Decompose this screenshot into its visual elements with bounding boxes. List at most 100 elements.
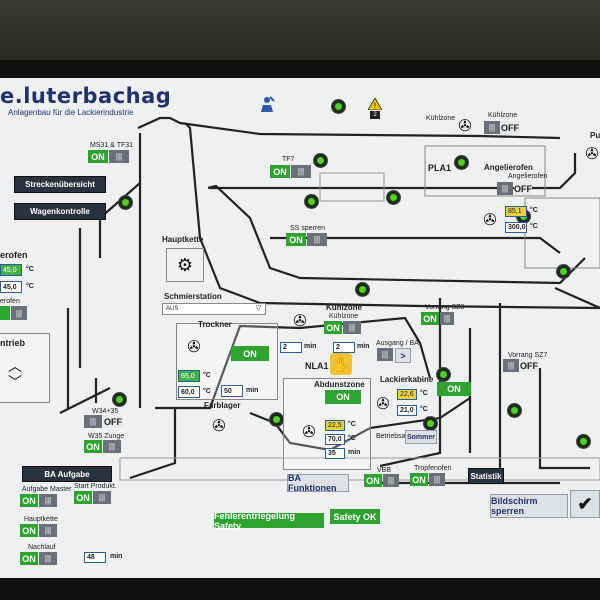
status-indicator-3	[387, 191, 400, 204]
nla1-label: NLA1	[305, 361, 329, 371]
trockner-on-button[interactable]: ON	[231, 346, 269, 361]
ausgang-toggle[interactable]: |||	[377, 348, 393, 361]
hauptkette-toggle[interactable]: |||	[39, 524, 57, 537]
vorrang-on-button[interactable]: ON	[421, 312, 439, 325]
aufgabe-master-on-button[interactable]: ON	[20, 494, 38, 507]
streckenuebersicht-button[interactable]: Streckenübersicht	[14, 176, 106, 193]
bildschirm-sperren-button[interactable]: Bildschirm sperren	[490, 494, 568, 518]
warning-icon[interactable]: !	[367, 97, 383, 111]
tropfen-toggle[interactable]: |||	[429, 473, 445, 486]
pu-label: Pu	[590, 131, 600, 140]
aufgabe-master-toggle[interactable]: |||	[39, 494, 57, 507]
start-produkt-toggle[interactable]: |||	[93, 491, 111, 504]
trockner-unit-1: °C	[203, 372, 211, 379]
ss-sperren-on-button[interactable]: ON	[286, 233, 306, 246]
ofen-value-1[interactable]: 45,0	[0, 264, 22, 276]
abdunstzone-minutes[interactable]: 35	[325, 448, 345, 459]
abdunstzone-unit-3: min	[348, 449, 361, 456]
tf7-on-button[interactable]: ON	[270, 165, 290, 178]
vbb-toggle[interactable]: |||	[383, 474, 399, 487]
ss-sperren-toggle[interactable]: |||	[307, 233, 327, 246]
vbb-label: VBB	[377, 467, 392, 474]
kuehlzone-mid-on-button[interactable]: ON	[324, 321, 342, 334]
w34-off-button[interactable]: OFF	[103, 415, 123, 428]
gear-icon[interactable]: ⚙	[166, 248, 204, 282]
fan-icon-lackierkabine: ✇	[376, 396, 390, 413]
abdunstzone-unit-1: °C	[348, 421, 356, 428]
vbb-on-button[interactable]: ON	[364, 474, 382, 487]
abdunstzone-on-button[interactable]: ON	[325, 390, 361, 404]
ms31-toggle[interactable]: |||	[109, 150, 129, 163]
nachlauf-toggle[interactable]: |||	[39, 552, 57, 565]
ofen-on-button[interactable]	[0, 306, 10, 320]
trockner-label: Trockner	[198, 320, 232, 329]
wagenkontrolle-button[interactable]: Wagenkontrolle	[14, 203, 106, 220]
ofen-value-2[interactable]: 45,0	[0, 281, 22, 293]
kuehlzone-small-label: Kühlzone	[488, 112, 518, 119]
w35-label: W35 Zunge	[88, 433, 125, 440]
lackierkabine-temp[interactable]: 22,6	[397, 389, 417, 400]
fan-icon-right: ✇	[585, 146, 599, 163]
ba-aufgabe-button[interactable]: BA Aufgabe	[22, 466, 112, 482]
tropfen-on-button[interactable]: ON	[410, 473, 428, 486]
ba-funktionen-button[interactable]: BA Funktionen	[287, 473, 349, 493]
w35-toggle[interactable]: |||	[103, 440, 121, 453]
abdunstzone-unit-2: °C	[348, 435, 356, 442]
w35-on-button[interactable]: ON	[84, 440, 102, 453]
ms31-on-button[interactable]: ON	[88, 150, 108, 163]
abdunstzone-label: Abdunstzone	[314, 380, 365, 389]
chevron-down-icon[interactable]: ﹀	[8, 374, 22, 390]
kuehlzone-mid-label: Kühlzone	[326, 303, 362, 312]
statistik-button[interactable]: Statistik	[468, 468, 504, 484]
sommer-button[interactable]: Sommer	[405, 430, 437, 444]
lackierkabine-setpoint[interactable]: 21,0	[397, 405, 417, 416]
trockner-temp[interactable]: 65,0	[178, 370, 200, 382]
hand-stop-icon[interactable]: ✋	[330, 353, 352, 375]
angelierofen-setpoint[interactable]: 300,0	[505, 222, 527, 233]
status-indicator-1	[119, 196, 132, 209]
status-indicator-tf7	[314, 154, 327, 167]
w34-toggle[interactable]: |||	[84, 415, 102, 428]
trockner-setpoint[interactable]: 60,0	[178, 386, 200, 398]
nachlauf-on-button[interactable]: ON	[20, 552, 38, 565]
angelierofen-off-button[interactable]: OFF	[514, 182, 532, 195]
pla1-label: PLA1	[428, 163, 452, 173]
lackierkabine-on-button[interactable]: ON	[437, 382, 471, 396]
status-indicator-12	[113, 393, 126, 406]
kuehlzone-toggle[interactable]: |||	[484, 121, 500, 134]
ausgang-label: Ausgang / BA	[376, 340, 419, 347]
ofen-unit-1: °C	[26, 266, 34, 273]
kuehlzone-mid-toggle[interactable]: |||	[343, 321, 361, 334]
hauptkette-on-button[interactable]: ON	[20, 524, 38, 537]
tf7-toggle[interactable]: |||	[291, 165, 311, 178]
kuehlzone-min-2[interactable]: 2	[333, 342, 355, 353]
angelierofen-temp[interactable]: 85,1	[505, 206, 527, 217]
status-indicator-10	[577, 435, 590, 448]
nachlauf-minutes[interactable]: 48	[84, 552, 106, 563]
start-produkt-label: Start Produkt.	[74, 483, 117, 490]
angelierofen-toggle[interactable]: |||	[497, 182, 513, 195]
schmierstation-select[interactable]: AUS	[162, 303, 266, 315]
vorrang2-toggle[interactable]: |||	[503, 359, 519, 372]
abdunstzone-setpoint[interactable]: 70,0	[325, 434, 345, 445]
start-produkt-on-button[interactable]: ON	[74, 491, 92, 504]
maintenance-worker-icon[interactable]	[258, 95, 276, 113]
chevron-up-icon[interactable]: ︿	[8, 358, 22, 374]
kuehlzone-min-1[interactable]: 2	[280, 342, 302, 353]
hmi-screen: e.luterbachag Anlagenbau für die Lackier…	[0, 78, 600, 578]
ss-sperren-label: SS sperren	[290, 225, 326, 232]
vorrang-toggle[interactable]: |||	[440, 312, 454, 325]
trockner-minutes[interactable]: 50	[221, 385, 243, 397]
erofen-label-2: erofen	[0, 298, 20, 305]
vorrang2-off-button[interactable]: OFF	[520, 359, 538, 372]
ausgang-arrow-button[interactable]: >	[395, 348, 411, 363]
vorrang-label: Vorrang SZ8	[425, 304, 465, 311]
ofen-toggle[interactable]: |||	[11, 306, 27, 320]
abdunstzone-temp[interactable]: 22,5	[325, 420, 345, 431]
antrieb-panel	[0, 333, 50, 403]
kuehlzone-off-button[interactable]: OFF	[501, 121, 519, 134]
angelierofen-unit-1: °C	[530, 207, 538, 214]
fehlerentriegelung-safety-button[interactable]: Fehlerentriegelung Safety	[214, 511, 324, 531]
checkmark-icon[interactable]: ✔	[570, 490, 600, 518]
status-indicator-5	[455, 156, 468, 169]
